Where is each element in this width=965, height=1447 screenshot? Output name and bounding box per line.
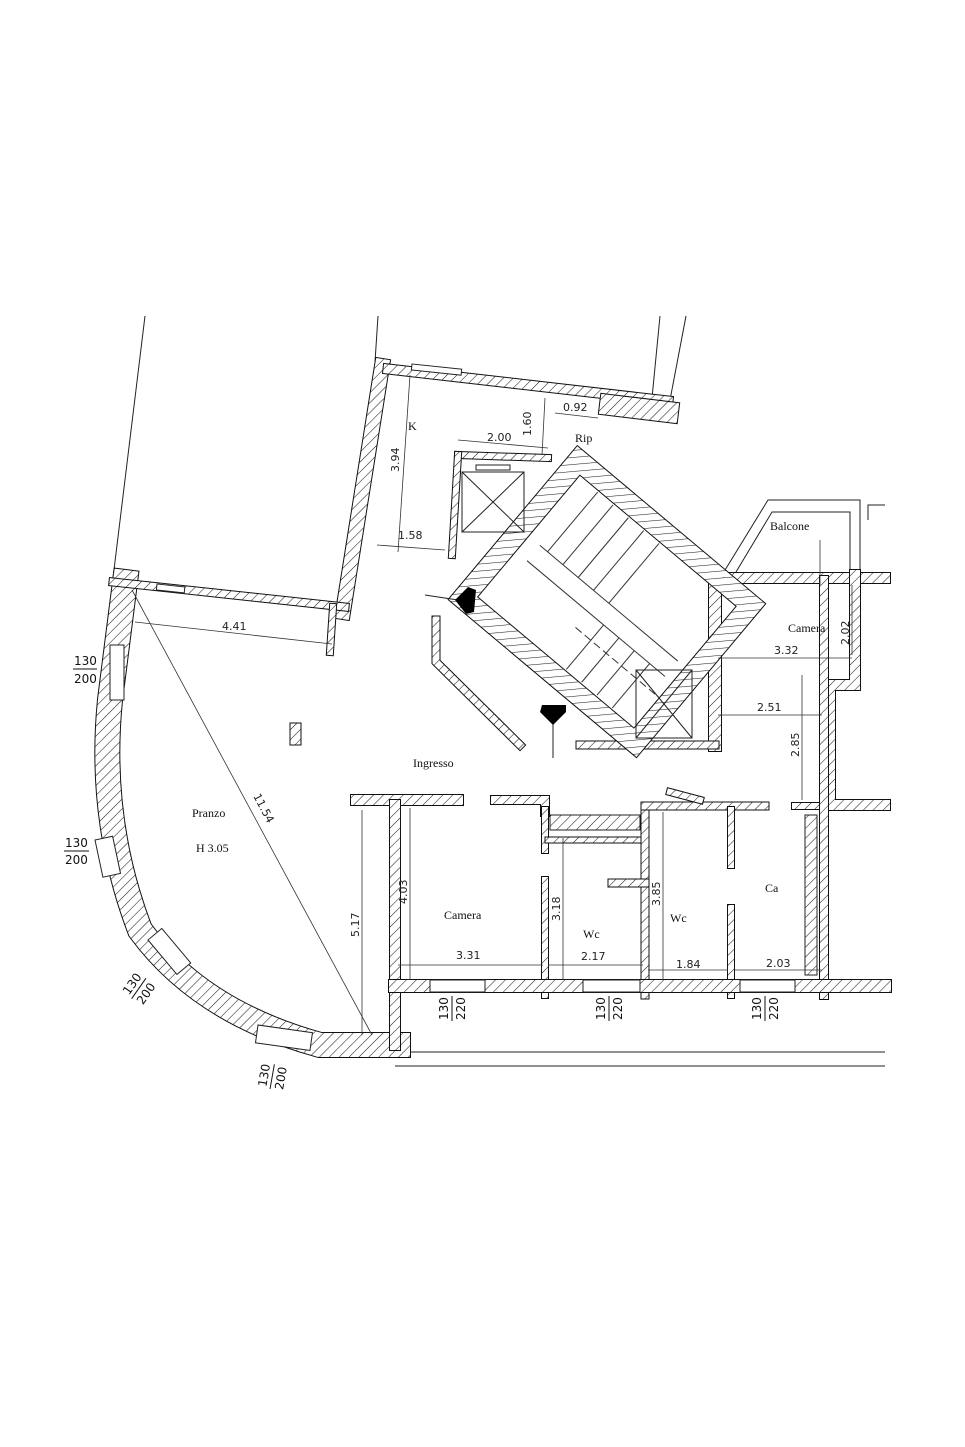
dimension-labels: 3.94 1.58 2.00 1.60 0.92 4.41 11.54 5.17… (222, 401, 852, 971)
wall (666, 788, 704, 804)
arrow-left-icon (455, 587, 476, 614)
dim-202: 2.02 (839, 621, 852, 646)
label-ca: Ca (765, 881, 779, 895)
label-k: K (408, 419, 417, 433)
svg-text:220: 220 (454, 997, 468, 1020)
dim-200: 2.00 (487, 431, 512, 444)
svg-text:130: 130 (594, 997, 608, 1020)
dim-158: 1.58 (398, 529, 423, 542)
dim-184: 1.84 (676, 958, 701, 971)
svg-text:130: 130 (437, 997, 451, 1020)
dim-217: 2.17 (581, 950, 606, 963)
dim-203: 2.03 (766, 957, 791, 970)
label-camera-bottom: Camera (444, 908, 482, 922)
label-ingresso: Ingresso (413, 756, 454, 770)
window-label: 130 220 (437, 996, 468, 1021)
elevator-shaft-top (461, 464, 525, 533)
label-wc-right: Wc (670, 911, 687, 925)
context-lines (112, 315, 885, 1067)
wall (326, 603, 337, 656)
window-openings (94, 363, 796, 1052)
arrow-down-icon (540, 705, 566, 725)
dim-394: 3.94 (389, 448, 402, 473)
wall (432, 616, 525, 750)
dim-517: 5.17 (349, 913, 362, 938)
svg-text:130: 130 (65, 836, 88, 850)
label-balcone: Balcone (770, 519, 809, 533)
window-label: 130 220 (750, 996, 781, 1021)
window-label: 130 220 (594, 996, 625, 1021)
wall (95, 568, 410, 1057)
entrance-arrows (424, 587, 566, 758)
label-rip: Rip (575, 431, 592, 445)
elevator-shaft-bottom (635, 669, 693, 739)
dim-441: 4.41 (222, 620, 247, 633)
wall (448, 451, 462, 559)
window-label: 130 200 (120, 970, 159, 1007)
wall (491, 796, 549, 816)
wall (454, 451, 552, 462)
duct (549, 814, 641, 831)
wall (109, 578, 349, 611)
dim-403: 4.03 (397, 880, 410, 905)
room-labels: K Rip Balcone Camera Ingresso Pranzo H 3… (192, 419, 826, 941)
dim-331: 3.31 (456, 949, 481, 962)
label-pranzo-height: H 3.05 (196, 841, 229, 855)
dim-318: 3.18 (550, 897, 563, 922)
svg-text:130: 130 (255, 1063, 273, 1088)
dim-092: 0.92 (563, 401, 588, 414)
dim-385: 3.85 (650, 882, 663, 907)
dim-160: 1.60 (521, 412, 534, 437)
dim-251: 2.51 (757, 701, 782, 714)
window-labels: 130 200 130 200 130 200 130 200 130 220 … (64, 654, 781, 1091)
label-pranzo: Pranzo (192, 806, 225, 820)
label-camera-right: Camera (788, 621, 826, 635)
svg-text:220: 220 (767, 997, 781, 1020)
window-label: 130 200 (73, 654, 97, 686)
column (289, 722, 302, 746)
stair-core (447, 444, 767, 759)
wall (825, 570, 890, 810)
dim-285: 2.85 (789, 733, 802, 758)
svg-text:200: 200 (272, 1066, 290, 1091)
dimension-lines (131, 374, 853, 1036)
svg-text:200: 200 (74, 672, 97, 686)
wall (334, 357, 391, 621)
svg-text:130: 130 (750, 997, 764, 1020)
label-wc-left: Wc (583, 927, 600, 941)
dim-1154: 11.54 (250, 791, 276, 825)
wall (598, 393, 680, 424)
dim-332: 3.32 (774, 644, 799, 657)
svg-text:220: 220 (611, 997, 625, 1020)
duct (804, 814, 818, 976)
window-label: 130 200 (255, 1063, 290, 1091)
window-label: 130 200 (64, 836, 89, 867)
svg-text:200: 200 (65, 853, 88, 867)
svg-text:130: 130 (74, 654, 97, 668)
